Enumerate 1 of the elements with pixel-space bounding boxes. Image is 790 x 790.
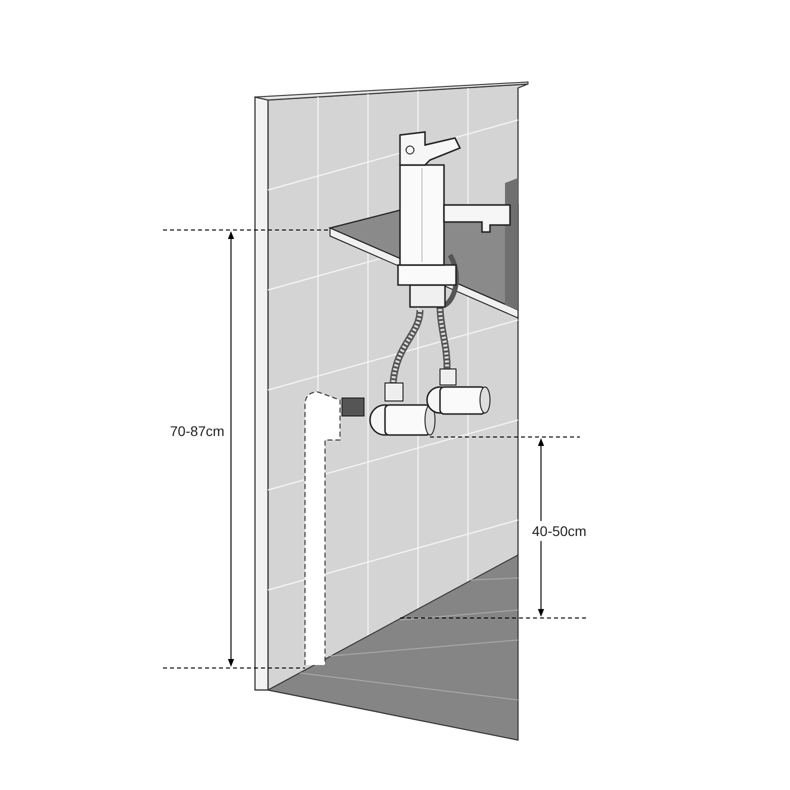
dimension-label: 40-50cm xyxy=(530,521,588,541)
